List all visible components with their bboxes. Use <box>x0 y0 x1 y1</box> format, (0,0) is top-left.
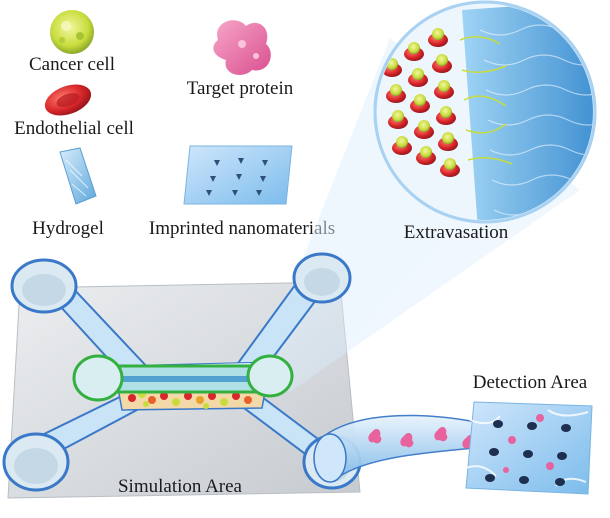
target-protein-icon <box>213 20 271 75</box>
target-protein-label: Target protein <box>187 78 294 99</box>
imprinted-nanomaterials-label: Imprinted nanomaterials <box>149 218 335 239</box>
detection-area-label: Detection Area <box>473 372 588 393</box>
endothelial-layer <box>382 28 460 177</box>
hydrogel-label: Hydrogel <box>32 218 104 239</box>
endothelial-cell-label: Endothelial cell <box>14 118 134 139</box>
imprinted-nanomaterials-icon <box>183 145 293 205</box>
detection-tube <box>313 414 514 483</box>
extravasation-inset <box>373 0 597 224</box>
cancer-cell-icon <box>50 10 94 54</box>
legend: Cancer cell Target protein Endothelial c… <box>14 10 335 239</box>
cancer-cell-label: Cancer cell <box>29 54 115 75</box>
hydrogel-icon <box>59 147 97 205</box>
simulation-area-label: Simulation Area <box>118 476 243 497</box>
extravasation-label: Extravasation <box>404 222 509 243</box>
detection-chip <box>461 401 593 495</box>
hydrogel-block <box>462 4 593 220</box>
protein-particles <box>368 427 500 450</box>
endothelial-cell-icon <box>44 84 92 116</box>
